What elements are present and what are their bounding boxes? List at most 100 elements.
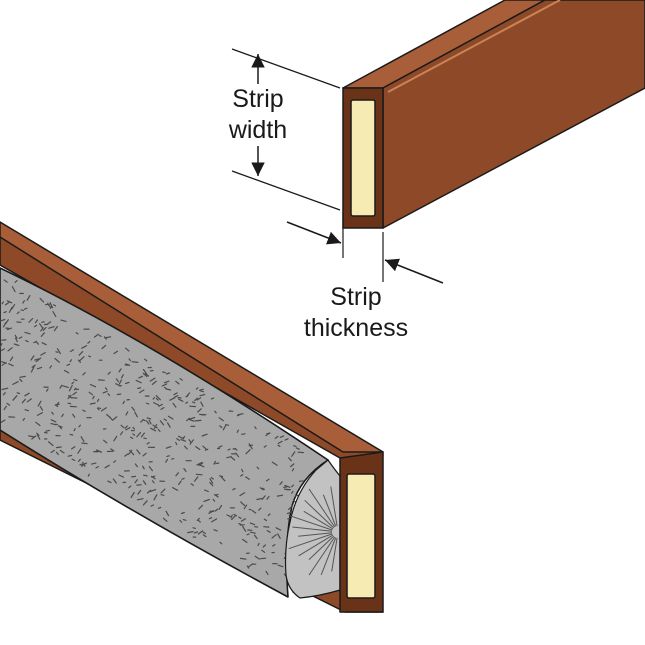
foam-texture-mark <box>261 549 266 553</box>
foam-texture-mark <box>36 434 41 440</box>
foam-texture-mark <box>162 371 166 374</box>
foam-texture-mark <box>134 411 138 418</box>
foam-texture-mark <box>186 392 191 397</box>
foam-texture-mark <box>81 462 88 466</box>
foam-texture-mark <box>253 534 258 540</box>
foam-texture-mark <box>59 449 65 454</box>
foam-texture-mark <box>198 504 204 510</box>
foam-texture-mark <box>245 449 251 455</box>
foam-texture-mark <box>25 340 29 343</box>
foam-texture-mark <box>22 300 25 304</box>
foam-texture-mark <box>102 390 108 394</box>
foam-texture-mark <box>79 356 85 362</box>
foam-texture-mark <box>132 426 136 430</box>
foam-texture-mark <box>132 433 136 436</box>
foam-texture-mark <box>183 468 187 472</box>
foam-texture-mark <box>266 529 271 533</box>
foam-texture-mark <box>239 557 247 560</box>
foam-texture-mark <box>218 504 223 510</box>
foam-texture-mark <box>7 347 13 352</box>
foam-texture-mark <box>151 380 157 385</box>
foam-fibre-line <box>298 532 333 537</box>
foam-texture-mark <box>60 319 67 322</box>
foam-texture-mark <box>62 385 69 388</box>
foam-texture-mark <box>35 357 42 363</box>
foam-texture-mark <box>189 439 194 445</box>
foam-texture-mark <box>138 375 143 379</box>
foam-texture-mark <box>130 436 134 439</box>
foam-texture-mark <box>263 445 267 448</box>
foam-texture-mark <box>113 460 117 463</box>
foam-texture-mark <box>0 419 6 423</box>
foam-texture-mark <box>124 347 130 352</box>
foam-texture-mark <box>277 440 283 444</box>
foam-texture-mark <box>215 462 220 465</box>
foam-texture-mark <box>87 341 91 344</box>
foam-texture-mark <box>22 417 26 421</box>
foam-texture-mark <box>9 356 14 362</box>
foam-texture-mark <box>222 424 227 431</box>
foam-texture-mark <box>188 439 192 443</box>
foam-texture-mark <box>197 519 201 523</box>
foam-texture-mark <box>185 401 189 404</box>
foam-texture-mark <box>146 442 150 445</box>
foam-texture-mark <box>250 531 256 534</box>
foam-fibre-line <box>308 488 336 528</box>
strip-width-label: Strip width <box>210 84 306 146</box>
foam-texture-mark <box>165 458 169 463</box>
foam-texture-mark <box>45 388 49 392</box>
foam-texture-mark <box>75 332 79 335</box>
foam-texture-mark <box>54 357 61 363</box>
foam-texture-mark <box>2 392 6 396</box>
foam-texture-mark <box>230 514 233 519</box>
foam-texture-mark <box>248 443 253 450</box>
foam-texture-mark <box>53 325 59 332</box>
foam-texture-mark <box>35 421 41 427</box>
foam-texture-mark <box>225 424 230 426</box>
foam-texture-mark <box>197 530 204 535</box>
foam-texture-mark <box>178 480 182 486</box>
foam-texture-mark <box>38 323 44 329</box>
foam-texture-mark <box>136 498 144 501</box>
foam-texture-mark <box>166 455 170 457</box>
foam-texture-mark <box>69 359 73 363</box>
foam-texture-mark <box>142 372 148 378</box>
foam-texture-mark <box>241 433 246 435</box>
foam-texture-mark <box>204 448 209 451</box>
foam-texture-mark <box>214 493 219 498</box>
foam-texture-mark <box>190 483 194 486</box>
foam-texture-mark <box>200 390 205 393</box>
foam-fibre-line <box>320 537 337 575</box>
foam-texture-mark <box>146 489 152 494</box>
foam-texture-mark <box>82 372 86 376</box>
foam-texture-mark <box>82 409 86 412</box>
lower-strip-core <box>346 473 376 599</box>
foam-texture-mark <box>45 429 51 432</box>
foam-texture-mark <box>40 352 46 356</box>
foam-texture-mark <box>56 348 62 355</box>
foam-texture-mark <box>87 473 91 477</box>
foam-texture-mark <box>143 474 148 477</box>
foam-texture-mark <box>124 425 128 429</box>
foam-texture-mark <box>214 410 217 414</box>
foam-texture-mark <box>89 383 97 388</box>
foam-texture-mark <box>131 475 136 478</box>
foam-texture-mark <box>142 452 147 457</box>
foam-texture-mark <box>26 295 31 301</box>
foam-texture-mark <box>284 484 291 488</box>
foam-texture-mark <box>142 480 147 485</box>
foam-texture-mark <box>149 489 157 492</box>
foam-texture-mark <box>120 374 124 379</box>
foam-texture-mark <box>146 420 150 425</box>
foam-texture-mark <box>19 375 26 378</box>
foam-texture-mark <box>184 445 188 450</box>
foam-texture-mark <box>11 286 16 293</box>
foam-texture-mark <box>202 445 207 450</box>
foam-texture-mark <box>175 441 178 446</box>
foam-texture-mark <box>18 336 23 339</box>
foam-texture-mark <box>59 384 63 389</box>
foam-texture-mark <box>209 478 214 484</box>
foam-texture-mark <box>199 388 204 391</box>
foam-texture-mark <box>100 407 107 412</box>
foam-texture-mark <box>78 351 84 356</box>
